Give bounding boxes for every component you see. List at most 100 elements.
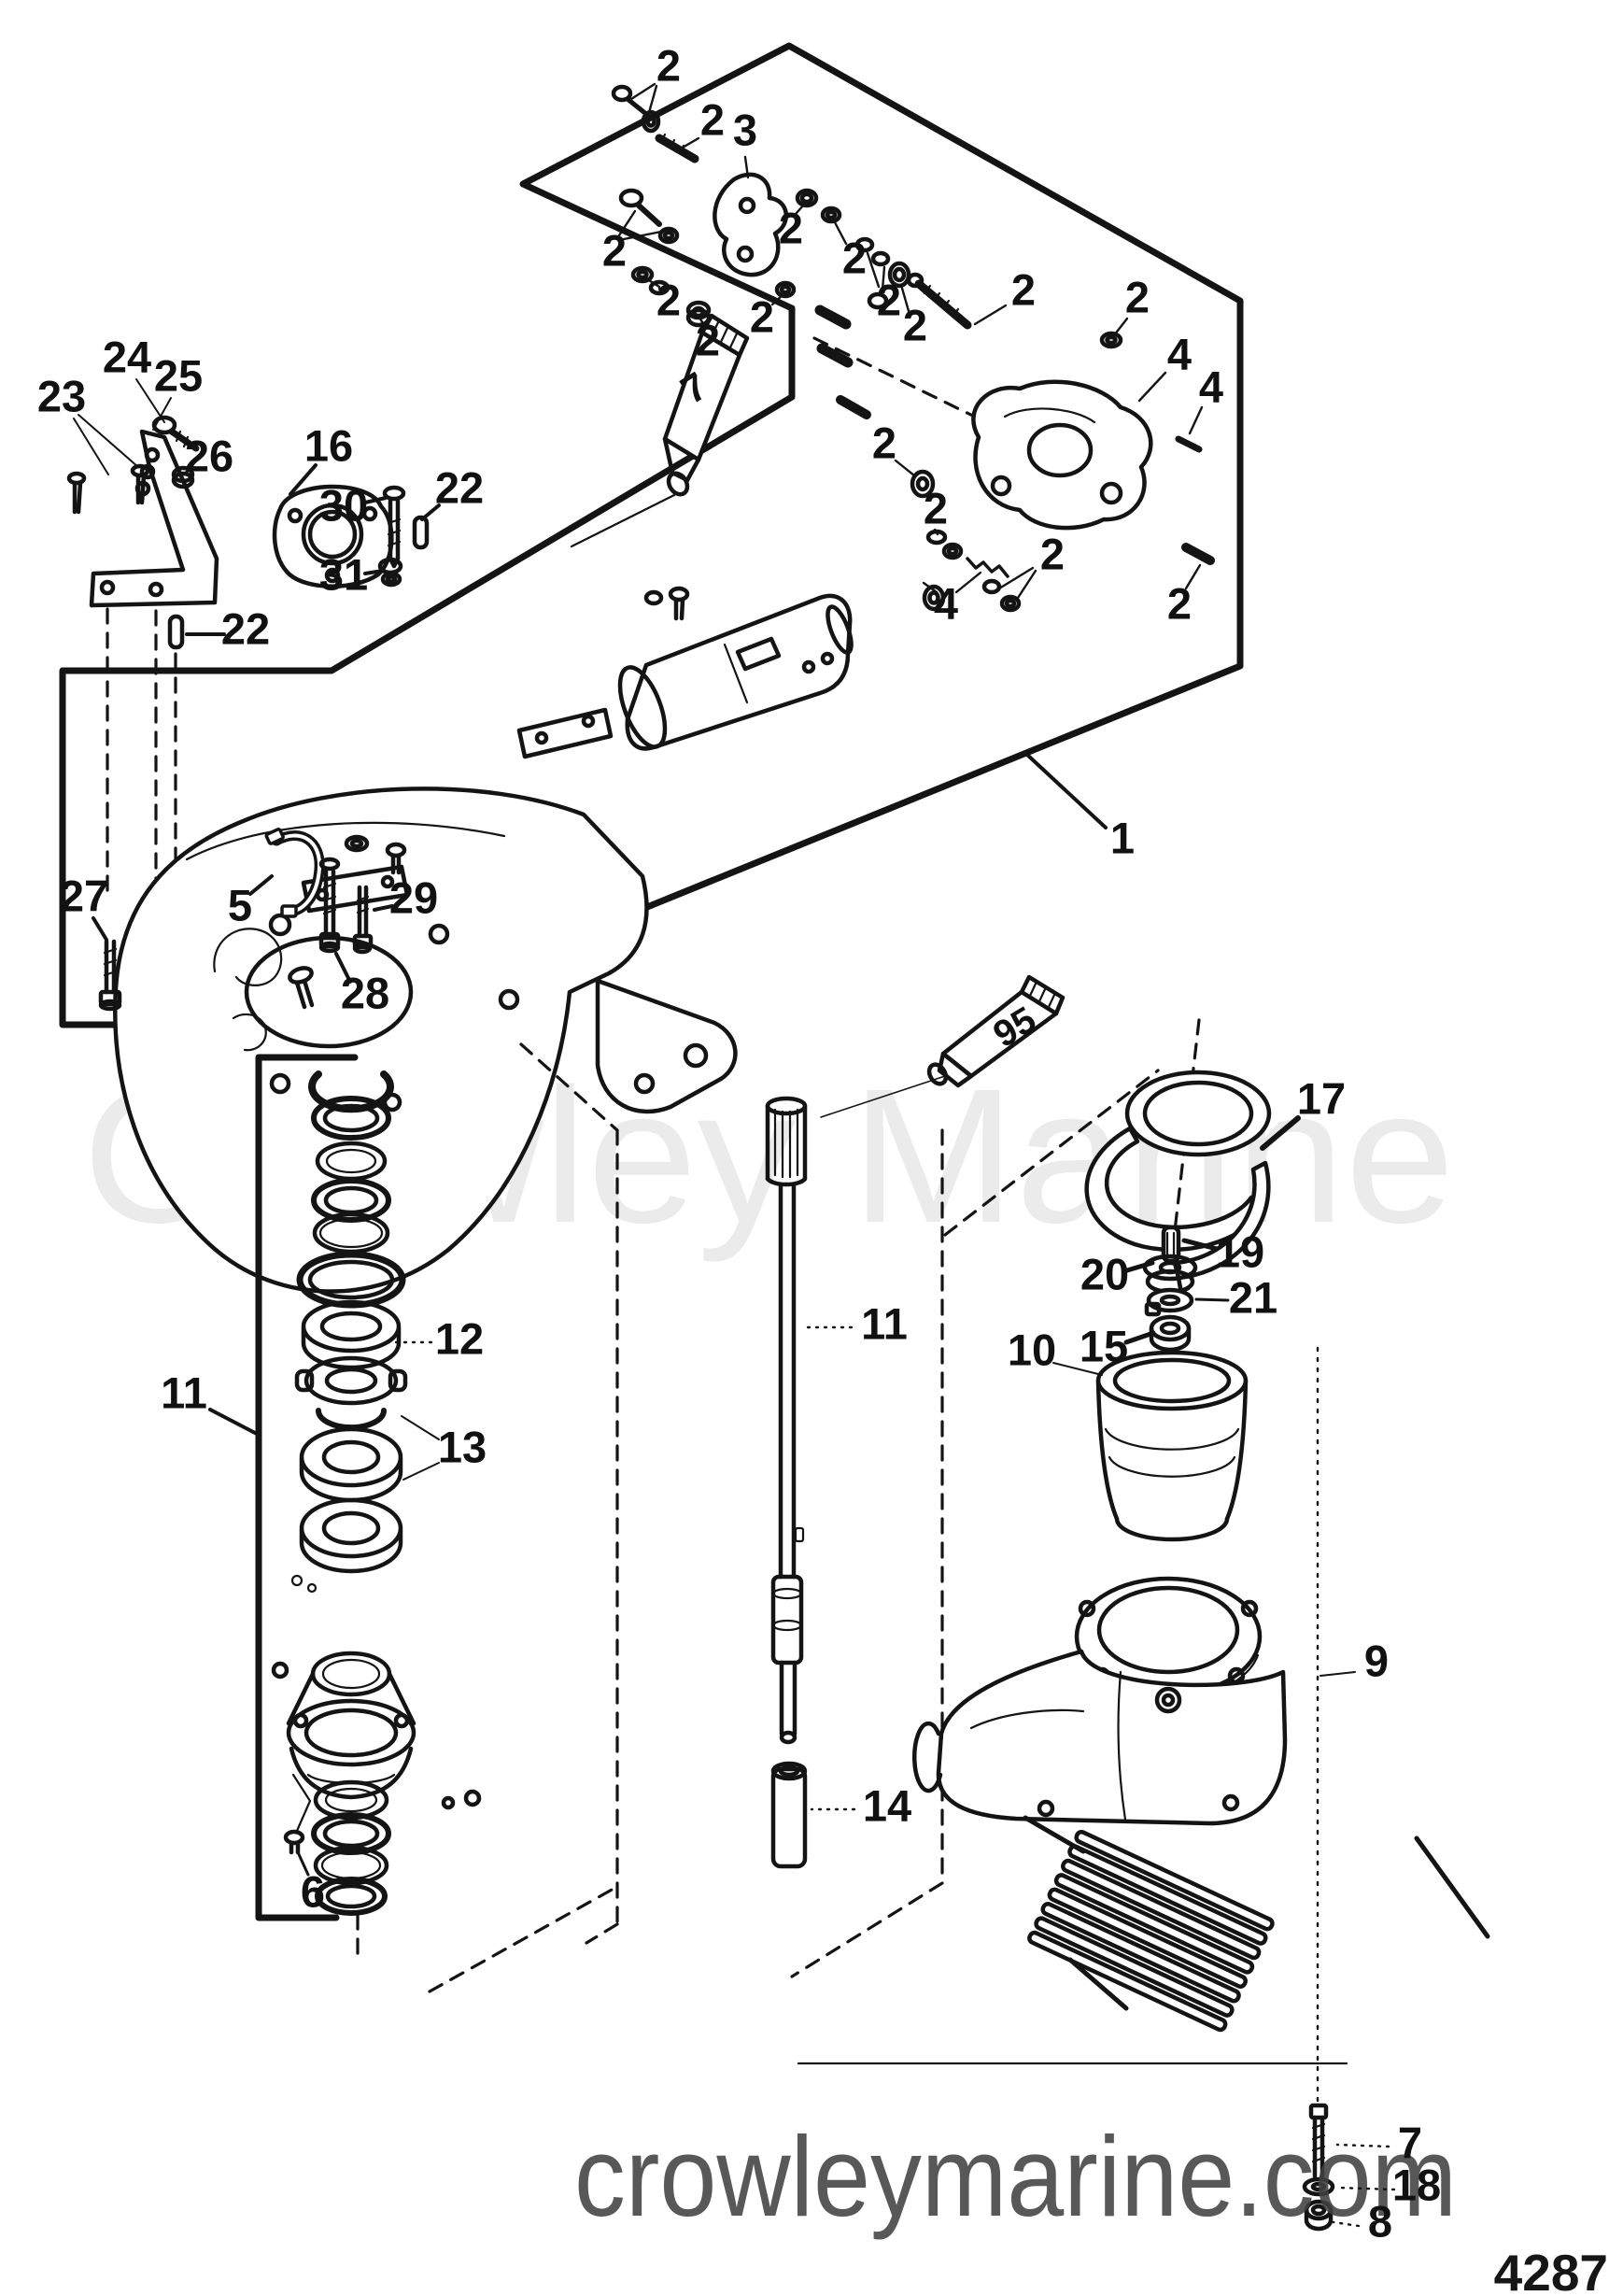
leader-line-2: [770, 292, 785, 306]
dowel-pin-22-upper: [412, 515, 430, 550]
jet-drive-housing-1: [113, 787, 738, 1294]
leader-line-2: [794, 203, 806, 216]
grease-tube-95: [926, 974, 1066, 1088]
leader-line-21: [1194, 1297, 1230, 1302]
callout-2-3: 2: [602, 225, 627, 275]
leader-line-2: [833, 220, 848, 246]
diagram-number: 4287: [1494, 2244, 1608, 2296]
leader-line-23: [73, 418, 109, 475]
callout-2-12: 2: [1125, 272, 1150, 321]
leader-line-28: [334, 952, 352, 984]
mount-hardware-cluster: [611, 84, 1215, 613]
leader-line-7: [1335, 2143, 1390, 2148]
leader-line-95: [820, 1075, 946, 1118]
callout-2-9: 2: [877, 275, 901, 324]
callout-2-17: 2: [1040, 529, 1065, 578]
drain-screw-6: [283, 1773, 312, 1855]
construction-lines-bottom: [356, 1018, 1201, 1993]
callout-15-46: 15: [1080, 1321, 1128, 1370]
leader-line-2: [642, 276, 661, 289]
leader-line-22: [420, 503, 441, 521]
callout-5-31: 5: [228, 880, 252, 929]
leader-line-2: [881, 265, 886, 291]
callout-24-22: 24: [103, 332, 151, 381]
leader-line-13: [402, 1462, 440, 1481]
shaft-sleeve-14: [770, 1761, 808, 1869]
bolt-29: [352, 885, 374, 955]
pump-housing-9: [911, 1576, 1288, 1826]
callout-7-49: 7: [1398, 2118, 1422, 2167]
leader-line-2: [698, 316, 706, 327]
bolt-27: [98, 939, 122, 1012]
callout-13-38: 13: [438, 1422, 487, 1471]
callout-2-19: 2: [1167, 578, 1192, 628]
grease-tube-7: [570, 313, 750, 548]
leader-line-15: [1123, 1330, 1156, 1345]
callout-2-4: 2: [656, 275, 681, 324]
leader-line-4: [954, 571, 982, 594]
nut-8: [1304, 2199, 1334, 2232]
bearing-carrier-bell: [271, 1651, 482, 1810]
leader-line-11: [208, 1408, 259, 1436]
callout-23-21: 23: [37, 371, 86, 420]
leader-line-2: [674, 136, 700, 153]
leader-line-26: [184, 465, 194, 475]
leader-line-2: [933, 528, 939, 536]
leader-line-13: [401, 1415, 440, 1440]
callout-26-24: 26: [185, 431, 233, 480]
callout-27-30: 27: [60, 871, 108, 920]
washer-set-20: [1142, 1254, 1198, 1295]
exhaust-tube: [617, 593, 854, 751]
callout-2-6: 2: [750, 291, 774, 341]
housing-top-rail: [516, 586, 690, 759]
leader-line-2: [629, 82, 656, 101]
leader-line-29: [373, 904, 394, 912]
leader-line-5: [248, 874, 274, 896]
intake-grate: [1027, 1829, 1275, 2033]
impeller-nut-15: [1149, 1314, 1192, 1353]
leader-line-4: [922, 581, 939, 594]
leader-line-20: [1124, 1260, 1155, 1273]
bracket-screws-23-24-26: [66, 415, 200, 515]
callout-2-8: 2: [842, 233, 867, 282]
grate-rods: [1023, 1815, 1490, 2011]
callout-9-48: 9: [1364, 1636, 1389, 1685]
callout-28-33: 28: [341, 968, 389, 1017]
watermark-crowleymarine-com: crowleymarine.com: [574, 2113, 1457, 2240]
clamp-bracket-4: [971, 379, 1153, 531]
callout-30-26: 30: [319, 480, 368, 530]
washer-nut-31: [377, 557, 403, 588]
callout-8-51: 8: [1368, 2196, 1392, 2246]
callout-22-29: 22: [221, 603, 270, 653]
leader-line-18: [1335, 2186, 1396, 2191]
leader-line-30: [363, 496, 388, 504]
callout-2-10: 2: [903, 300, 927, 349]
leader-line-3: [743, 155, 750, 179]
leader-line-24: [135, 378, 165, 423]
leader-line-16: [289, 463, 318, 496]
callout-2-11: 2: [1011, 264, 1036, 314]
leader-line-4: [1188, 405, 1204, 435]
driveshaft-seal-stack: [290, 1070, 408, 1594]
leader-line-10: [1052, 1362, 1103, 1376]
leader-line-2: [997, 566, 1035, 590]
callout-2-15: 2: [872, 418, 896, 467]
callout-10-47: 10: [1008, 1325, 1056, 1374]
steering-bracket-3: [713, 172, 789, 277]
leader-line-4: [1137, 371, 1167, 403]
leader-line-9: [1320, 1671, 1356, 1677]
leader-line-19: [1181, 1238, 1220, 1252]
dowel-pin-22-lower: [167, 614, 185, 650]
callout-29-32: 29: [389, 872, 438, 922]
callout-4-14: 4: [1199, 361, 1223, 411]
leader-line-6: [296, 1850, 310, 1877]
leader-line-2: [866, 251, 881, 289]
callout-17-42: 17: [1297, 1073, 1346, 1123]
impeller-17: [1084, 1070, 1272, 1301]
seal-stack-bracket: [255, 1054, 359, 1921]
callout-3-2: 3: [733, 105, 757, 154]
callout-2-1: 2: [700, 94, 725, 144]
callout-19-43: 19: [1216, 1226, 1264, 1276]
callout-11-36: 11: [161, 1368, 207, 1417]
leader-line-27: [92, 916, 108, 942]
